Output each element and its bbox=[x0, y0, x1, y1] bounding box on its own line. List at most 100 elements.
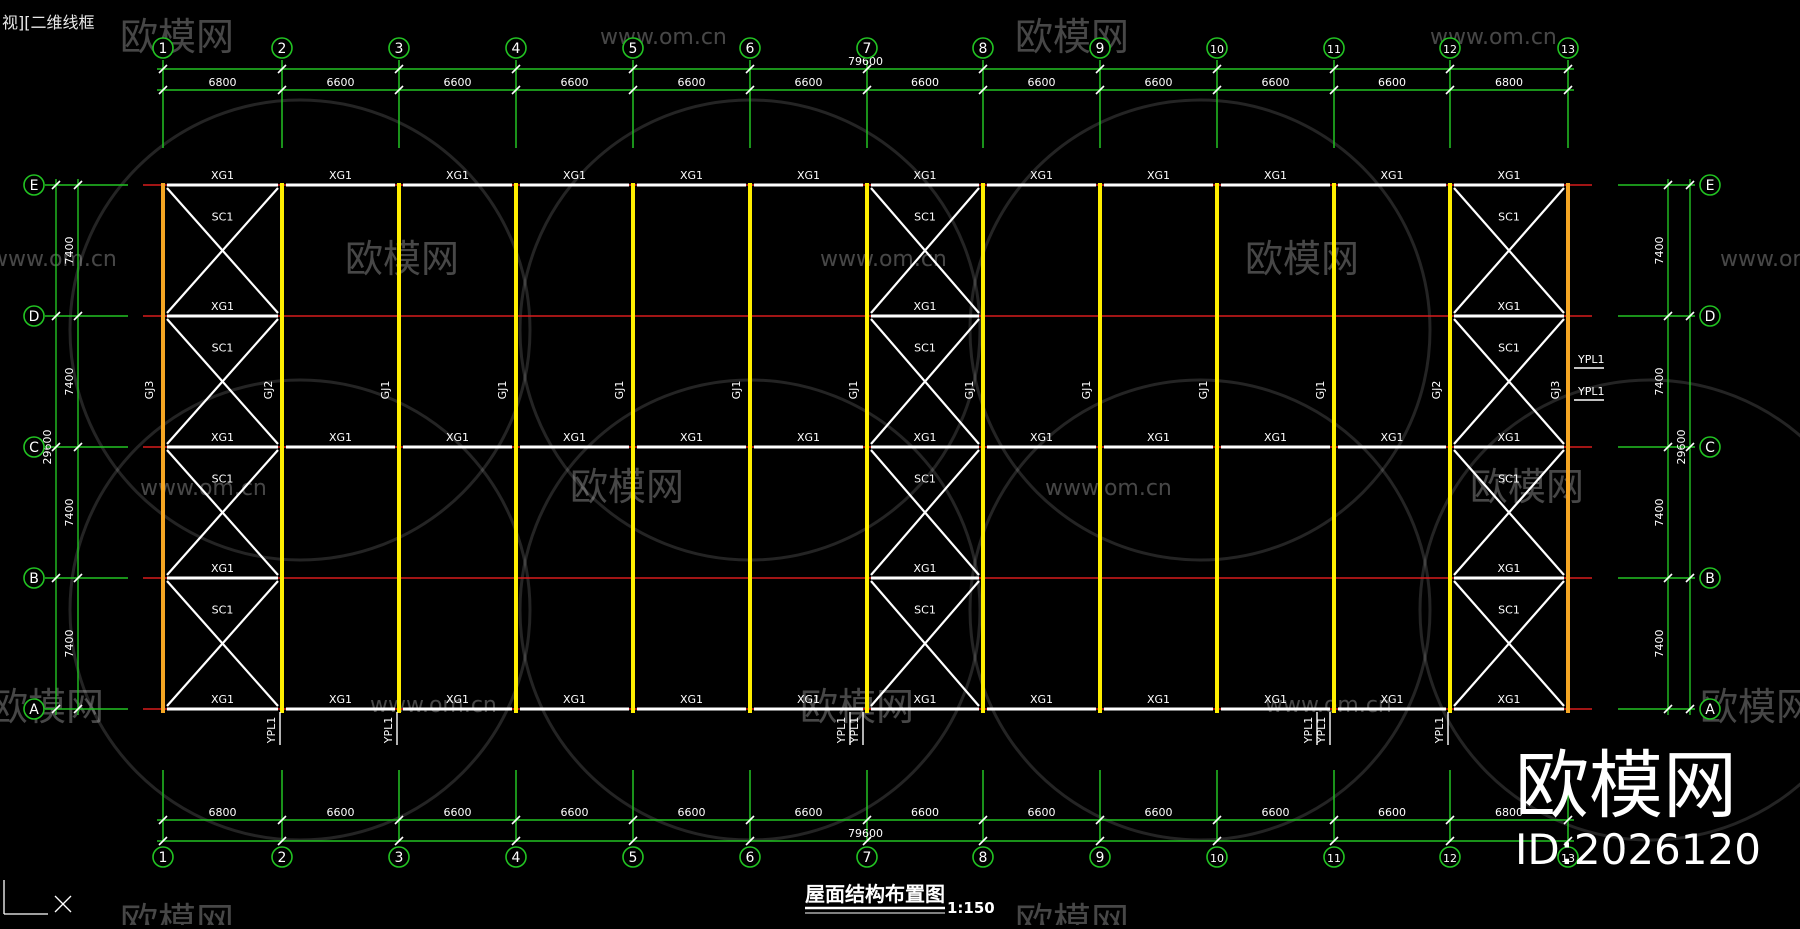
dim-rowspan-right: 7400 bbox=[1653, 368, 1666, 396]
dim-tick bbox=[158, 836, 168, 846]
axis-bubble-top-text: 1 bbox=[159, 41, 168, 57]
axis-bubble-top bbox=[622, 37, 644, 59]
watermark-site: www.om.cn bbox=[140, 476, 267, 501]
frame-label: GJ2 bbox=[262, 381, 275, 400]
frame-label: GJ3 bbox=[1549, 381, 1562, 400]
ypl-label: YPL1 bbox=[835, 717, 848, 744]
tie-label: XG1 bbox=[797, 431, 820, 444]
axis-bubble-top-text: 2 bbox=[278, 41, 287, 57]
ypl-label: YPL1 bbox=[1577, 385, 1604, 398]
tie-label: XG1 bbox=[797, 169, 820, 182]
ucs-icon bbox=[3, 880, 72, 915]
axis-bubble-left bbox=[23, 436, 45, 458]
axis-bubble-bottom bbox=[388, 846, 410, 868]
axis-bubble-top bbox=[505, 37, 527, 59]
dim-tick bbox=[745, 815, 755, 825]
dim-rowspan-right: 7400 bbox=[1653, 499, 1666, 527]
tie-label: XG1 bbox=[1264, 431, 1287, 444]
dim-rowspan-left: 7400 bbox=[63, 499, 76, 527]
axis-bubble-left-text: E bbox=[30, 178, 39, 194]
dim-tick bbox=[394, 64, 404, 74]
dim-tick bbox=[978, 64, 988, 74]
tie-label: XG1 bbox=[1030, 169, 1053, 182]
tie-label: XG1 bbox=[1497, 431, 1520, 444]
brace-diagonal bbox=[1453, 580, 1565, 707]
axis-bubble-bottom bbox=[856, 846, 878, 868]
axis-bubble-right bbox=[1699, 174, 1721, 196]
dim-tick bbox=[1445, 85, 1455, 95]
axis-bubble-bottom bbox=[622, 846, 644, 868]
ypl-label: YPL1 bbox=[1433, 717, 1446, 744]
axis-bubble-bottom bbox=[271, 846, 293, 868]
dim-tick bbox=[1663, 311, 1673, 321]
axis-bubble-left bbox=[23, 305, 45, 327]
tie-label: XG1 bbox=[446, 431, 469, 444]
dim-tick bbox=[73, 180, 83, 190]
frame-label: GJ1 bbox=[1314, 381, 1327, 400]
dim-tick bbox=[1212, 64, 1222, 74]
dim-tick bbox=[978, 836, 988, 846]
tie-label: XG1 bbox=[563, 169, 586, 182]
tie-label: XG1 bbox=[211, 562, 234, 575]
dim-tick bbox=[862, 64, 872, 74]
drawing-title: 屋面结构布置图 bbox=[805, 882, 945, 906]
dim-total-top: 79600 bbox=[848, 55, 883, 68]
axis-bubble-top-text: 3 bbox=[395, 41, 404, 57]
dim-tick bbox=[277, 836, 287, 846]
axis-bubble-right bbox=[1699, 305, 1721, 327]
brace-label: SC1 bbox=[914, 604, 936, 617]
ypl-label: YPL1 bbox=[382, 717, 395, 744]
dim-tick bbox=[394, 815, 404, 825]
tie-label: XG1 bbox=[913, 693, 936, 706]
dim-tick bbox=[73, 573, 83, 583]
dim-tick bbox=[1563, 815, 1573, 825]
axis-bubble-top-text: 11 bbox=[1327, 43, 1341, 56]
dim-tick bbox=[73, 311, 83, 321]
watermark-site: www.om.cn bbox=[600, 25, 727, 50]
dim-tick bbox=[277, 64, 287, 74]
axis-bubble-bottom-text: 1 bbox=[159, 850, 168, 866]
dim-span-bottom: 6800 bbox=[1495, 806, 1523, 819]
dim-span-top: 6800 bbox=[209, 76, 237, 89]
axis-bubble-left bbox=[23, 698, 45, 720]
dim-span-bottom: 6600 bbox=[911, 806, 939, 819]
dim-tick bbox=[51, 442, 61, 452]
dim-tick bbox=[51, 311, 61, 321]
dim-tick bbox=[745, 85, 755, 95]
dim-tick bbox=[978, 85, 988, 95]
brace-label: SC1 bbox=[1498, 473, 1520, 486]
drawing-scale: 1:150 bbox=[947, 899, 995, 917]
dim-span-top: 6800 bbox=[1495, 76, 1523, 89]
frame-label: GJ1 bbox=[1197, 381, 1210, 400]
viewport-label[interactable]: 视][二维线框 bbox=[2, 13, 95, 32]
watermark-ring bbox=[968, 378, 1432, 842]
tie-label: XG1 bbox=[1497, 169, 1520, 182]
axis-bubble-top-text: 12 bbox=[1443, 43, 1457, 56]
axis-bubble-bottom-text: 4 bbox=[512, 850, 521, 866]
axis-bubble-left-text: A bbox=[29, 702, 39, 718]
brace-label: SC1 bbox=[1498, 211, 1520, 224]
axis-bubble-bottom-text: 12 bbox=[1443, 852, 1457, 865]
tie-label: XG1 bbox=[797, 693, 820, 706]
tie-label: XG1 bbox=[211, 693, 234, 706]
axis-bubble-bottom-text: 11 bbox=[1327, 852, 1341, 865]
member-labels: XG1XG1XG1XG1XG1SC1SC1SC1SC1XG1XG1XG1XG1X… bbox=[143, 169, 1604, 745]
dim-tick bbox=[1212, 815, 1222, 825]
axis-bubble-bottom-text: 3 bbox=[395, 850, 404, 866]
watermark-site: www.om.cn bbox=[1720, 247, 1800, 272]
axis-bubble-bottom bbox=[1206, 846, 1228, 868]
tie-label: XG1 bbox=[1380, 693, 1403, 706]
tie-label: XG1 bbox=[1497, 693, 1520, 706]
axis-bubble-bottom-text: 7 bbox=[863, 850, 872, 866]
axis-bubble-top-text: 10 bbox=[1210, 43, 1224, 56]
dim-rowspan-left: 7400 bbox=[63, 237, 76, 265]
dim-span-top: 6600 bbox=[444, 76, 472, 89]
axis-bubble-top-text: 8 bbox=[979, 41, 988, 57]
ypl-label: YPL1 bbox=[1302, 717, 1315, 744]
dim-tick bbox=[628, 85, 638, 95]
watermark-site: www.om.cn bbox=[370, 693, 497, 718]
roof-members bbox=[161, 183, 1570, 713]
axis-bubble-top bbox=[152, 37, 174, 59]
